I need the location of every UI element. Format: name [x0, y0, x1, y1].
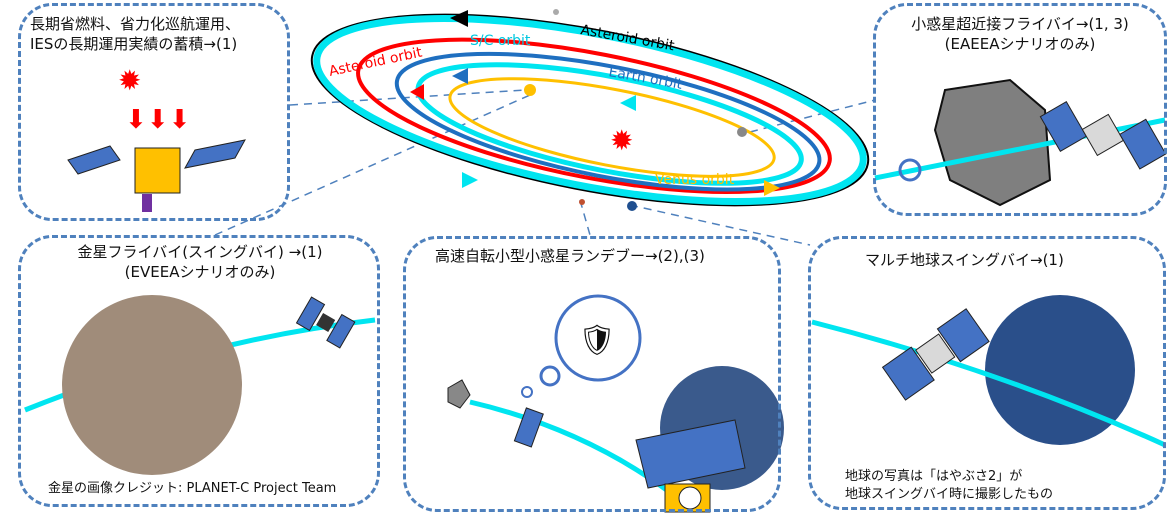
panel-rendezvous-caption: 高速自転小型小惑星ランデブー→(2),(3) — [435, 247, 705, 265]
spacecraft-icon — [635, 419, 746, 513]
panel-earth-swingby — [808, 236, 1166, 510]
asteroid-orbit — [356, 37, 832, 195]
orbit-arrow-blue — [452, 68, 468, 84]
shield-icon: 🛡 — [578, 323, 616, 358]
earth-image — [985, 295, 1135, 445]
label-asteroid-orbit-outer: Asteroid orbit — [579, 22, 676, 54]
spacecraft-icon-small — [513, 407, 544, 448]
label-asteroid-orbit: Asteroid orbit — [328, 44, 425, 79]
earth-swingby-trajectory — [811, 319, 1167, 448]
orbit-arrow-cyan-inner — [620, 95, 636, 111]
asteroid-icon — [933, 78, 1052, 207]
caption-line: 長期省燃料、省力化巡航運用、 — [30, 15, 241, 33]
note-line: 地球スイングバイ時に撮影したもの — [845, 487, 1054, 502]
venus-dot — [524, 84, 536, 96]
orbit-arrow-red — [410, 84, 424, 100]
caption-line: (EAEEAシナリオのみ) — [944, 35, 1096, 53]
panel-venus-flyby-caption: 金星フライバイ(スイングバイ) →(1) (EVEEAシナリオのみ) — [30, 242, 370, 282]
spacecraft-icon — [1039, 101, 1167, 170]
venus-image-credit: 金星の画像クレジット: PLANET-C Project Team — [48, 481, 337, 496]
panel-asteroid-flyby — [873, 3, 1167, 216]
sun-icon: ✹ — [610, 124, 633, 157]
sc-dot-top — [553, 9, 559, 15]
label-venus-orbit: Venus orbit — [655, 172, 735, 188]
thought-bubble-small — [539, 365, 561, 387]
panel-asteroid-flyby-caption: 小惑星超近接フライバイ→(1, 3) (EAEEAシナリオのみ) — [885, 14, 1155, 54]
caption-line: (EVEEAシナリオのみ) — [124, 263, 276, 281]
sunlight-arrows-icon: ⬇⬇⬇ — [125, 105, 190, 135]
thought-bubble-tiny — [521, 386, 533, 398]
panel-earth-swingby-caption: マルチ地球スイングバイ→(1) — [865, 251, 1064, 269]
panel-ies-caption: 長期省燃料、省力化巡航運用、 IESの長期運用実績の蓄積→(1) — [30, 14, 240, 54]
orbit-arrow-yellow — [764, 180, 780, 196]
caption-line: 小惑星超近接フライバイ→(1, 3) — [911, 15, 1129, 33]
sun-icon-small: ✹ — [118, 64, 141, 97]
sc-orbit — [313, 14, 867, 206]
spacecraft-icon — [881, 308, 990, 401]
orbit-arrow-black — [450, 10, 468, 27]
spacecraft-icon — [295, 296, 356, 349]
note-line: 地球の写真は「はやぶさ2」が — [845, 469, 1023, 484]
small-asteroid-icon — [447, 379, 471, 409]
earth-dot — [627, 201, 637, 211]
panel-rendezvous — [403, 236, 781, 512]
target-icon — [898, 158, 922, 182]
thought-bubble — [554, 294, 642, 382]
earth-photo-note: 地球の写真は「はやぶさ2」が 地球スイングバイ時に撮影したもの — [845, 468, 1053, 504]
panel-ies — [18, 3, 290, 221]
earth-orbit — [394, 51, 822, 192]
venus-orbit — [448, 77, 776, 178]
caption-line: IESの長期運用実績の蓄積→(1) — [30, 35, 238, 53]
sc-inner-orbit — [415, 62, 804, 186]
venus-image — [62, 295, 242, 475]
asteroid-dot — [737, 127, 747, 137]
ies-spacecraft-icon — [67, 139, 246, 212]
panel-venus-flyby — [18, 235, 380, 507]
caption-line: 金星フライバイ(スイングバイ) →(1) — [77, 243, 323, 261]
outer-asteroid-orbit — [310, 13, 870, 207]
sc-dot — [579, 199, 585, 205]
orbit-arrow-cyan — [462, 172, 478, 188]
label-sc-orbit: S/C orbit — [470, 33, 531, 49]
